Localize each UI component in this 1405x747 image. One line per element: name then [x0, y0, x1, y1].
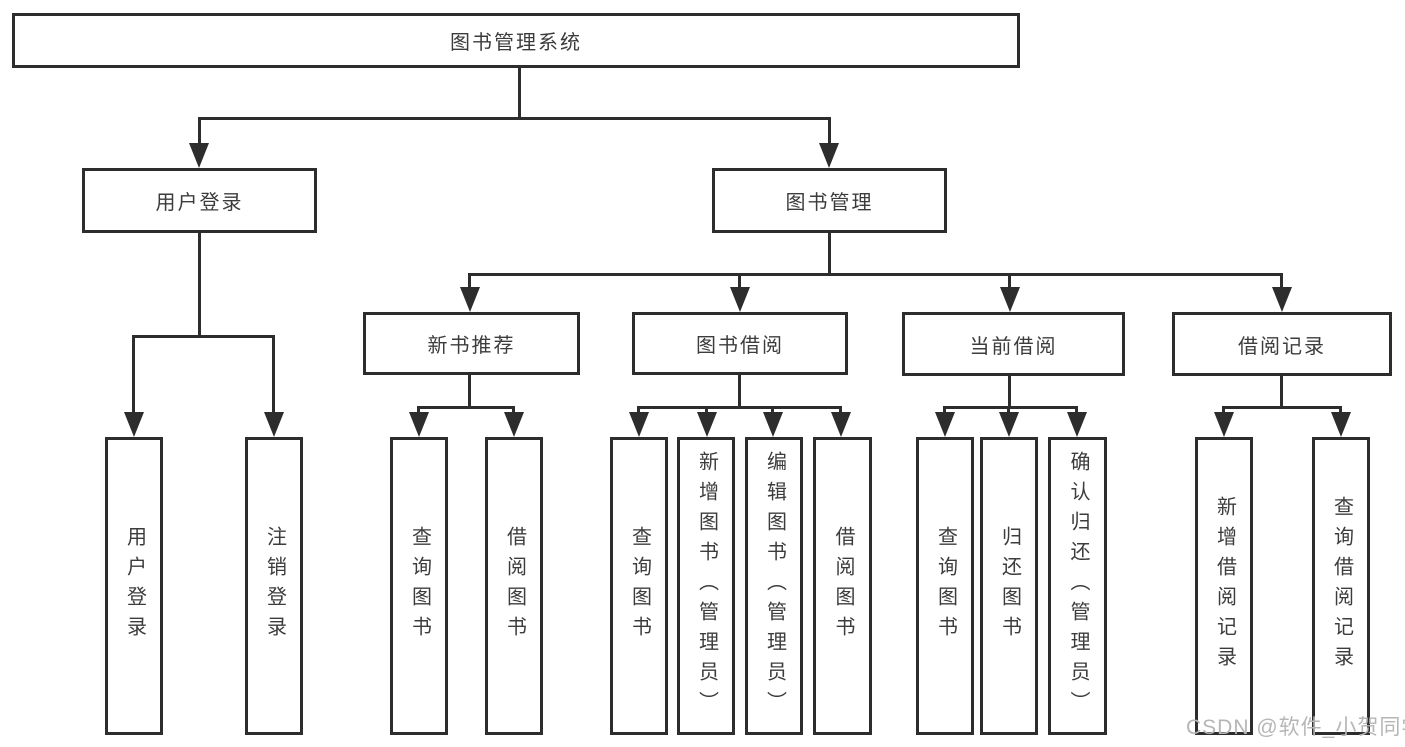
- node-book-management: 图书管理: [712, 168, 947, 233]
- connector-cb-leaf3-stem: [1075, 406, 1078, 414]
- leaf-logout: 注销登录: [245, 437, 303, 735]
- leaf-query-books-borrow-label: 查询图书: [628, 526, 651, 646]
- leaf-logout-label: 注销登录: [263, 526, 286, 646]
- arrowhead-br-leaf1: [1214, 412, 1234, 437]
- leaf-borrow-books-borrow-label: 借阅图书: [832, 526, 854, 646]
- connector-cb-leaf1-stem: [943, 406, 946, 414]
- connector-current-borrow-down: [1008, 375, 1011, 409]
- arrowhead-bb-leaf1: [629, 412, 649, 437]
- watermark: CSDN @软件_小贺同学: [1186, 716, 1405, 739]
- arrowhead-cb-leaf3: [1067, 412, 1087, 437]
- arrowhead-cb-leaf2: [999, 412, 1019, 437]
- leaf-confirm-return-admin: 确认归还（管理员）: [1048, 437, 1107, 735]
- connector-book-borrow-down: [738, 375, 741, 409]
- connector-bb-leaf2-stem: [705, 406, 708, 414]
- connector-book-mgmt-stem: [828, 117, 831, 145]
- connector-user-login-rail: [132, 335, 275, 338]
- arrowhead-bb-leaf3: [763, 412, 783, 437]
- connector-book-mgmt-down: [828, 233, 831, 276]
- arrowhead-user-login: [189, 143, 209, 168]
- connector-user-login-stem: [198, 117, 201, 145]
- arrowhead-cb-leaf1: [935, 412, 955, 437]
- node-borrowing-records: 借阅记录: [1172, 312, 1392, 376]
- leaf-add-book-admin-label: 新增图书（管理员）: [695, 451, 718, 721]
- leaf-return-books-label: 归还图书: [998, 526, 1021, 646]
- connector-nb-leaf2-stem: [512, 406, 515, 414]
- arrowhead-leaf-logout: [264, 412, 284, 437]
- connector-new-book-down: [468, 375, 471, 409]
- connector-current-borrow-stem: [1008, 273, 1011, 289]
- arrowhead-borrow-records: [1272, 287, 1292, 312]
- connector-bb-leaf3-stem: [771, 406, 774, 414]
- connector-cb-leaf2-stem: [1007, 406, 1010, 414]
- connector-root-rail: [198, 117, 831, 120]
- leaf-borrow-books-recommend: 借阅图书: [485, 437, 543, 735]
- leaf-query-books-borrow: 查询图书: [610, 437, 668, 735]
- connector-bb-leaf1-stem: [637, 406, 640, 414]
- connector-book-borrow-rail: [637, 406, 842, 409]
- arrowhead-nb-leaf1: [409, 412, 429, 437]
- leaf-query-books-recommend: 查询图书: [390, 437, 448, 735]
- node-book-borrowing: 图书借阅: [632, 312, 848, 375]
- leaf-return-books: 归还图书: [980, 437, 1038, 735]
- leaf-query-books-recommend-label: 查询图书: [408, 526, 431, 646]
- arrowhead-book-borrow: [730, 287, 750, 312]
- leaf-edit-book-admin-label: 编辑图书（管理员）: [763, 451, 786, 721]
- leaf-user-login: 用户登录: [105, 437, 163, 735]
- leaf-query-borrow-record-label: 查询借阅记录: [1330, 496, 1353, 676]
- leaf-query-borrow-record: 查询借阅记录: [1312, 437, 1370, 735]
- connector-new-book-rail: [417, 406, 515, 409]
- arrowhead-nb-leaf2: [504, 412, 524, 437]
- arrowhead-current-borrow: [1000, 287, 1020, 312]
- connector-new-book-stem: [468, 273, 471, 289]
- connector-leaf-login-stem: [132, 335, 135, 414]
- leaf-confirm-return-admin-label: 确认归还（管理员）: [1067, 451, 1089, 721]
- connector-book-borrow-stem: [738, 273, 741, 289]
- leaf-add-borrow-record: 新增借阅记录: [1195, 437, 1253, 735]
- connector-bb-leaf4-stem: [839, 406, 842, 414]
- connector-root-stem: [518, 68, 521, 120]
- connector-current-borrow-rail: [943, 406, 1078, 409]
- arrowhead-book-mgmt: [819, 143, 839, 168]
- connector-book-mgmt-rail: [468, 273, 1283, 276]
- connector-borrow-records-rail: [1222, 406, 1342, 409]
- connector-br-leaf2-stem: [1339, 406, 1342, 414]
- leaf-query-books-current: 查询图书: [916, 437, 974, 735]
- leaf-query-books-current-label: 查询图书: [934, 526, 957, 646]
- leaf-edit-book-admin: 编辑图书（管理员）: [745, 437, 803, 735]
- leaf-add-borrow-record-label: 新增借阅记录: [1213, 496, 1236, 676]
- connector-nb-leaf1-stem: [417, 406, 420, 414]
- arrowhead-new-book: [460, 287, 480, 312]
- arrowhead-leaf-login: [124, 412, 144, 437]
- arrowhead-bb-leaf2: [697, 412, 717, 437]
- leaf-borrow-books-recommend-label: 借阅图书: [503, 526, 526, 646]
- connector-user-login-down: [198, 233, 201, 338]
- connector-br-leaf1-stem: [1222, 406, 1225, 414]
- node-new-book-recommendation: 新书推荐: [363, 312, 580, 375]
- arrowhead-bb-leaf4: [831, 412, 851, 437]
- connector-leaf-logout-stem: [272, 335, 275, 414]
- leaf-borrow-books-borrow: 借阅图书: [813, 437, 872, 735]
- connector-borrow-records-stem: [1280, 273, 1283, 289]
- arrowhead-br-leaf2: [1331, 412, 1351, 437]
- leaf-user-login-label: 用户登录: [123, 526, 146, 646]
- leaf-add-book-admin: 新增图书（管理员）: [677, 437, 735, 735]
- node-current-borrowing: 当前借阅: [902, 312, 1125, 376]
- node-root: 图书管理系统: [12, 13, 1020, 68]
- node-user-login: 用户登录: [82, 168, 317, 233]
- connector-borrow-records-down: [1280, 375, 1283, 409]
